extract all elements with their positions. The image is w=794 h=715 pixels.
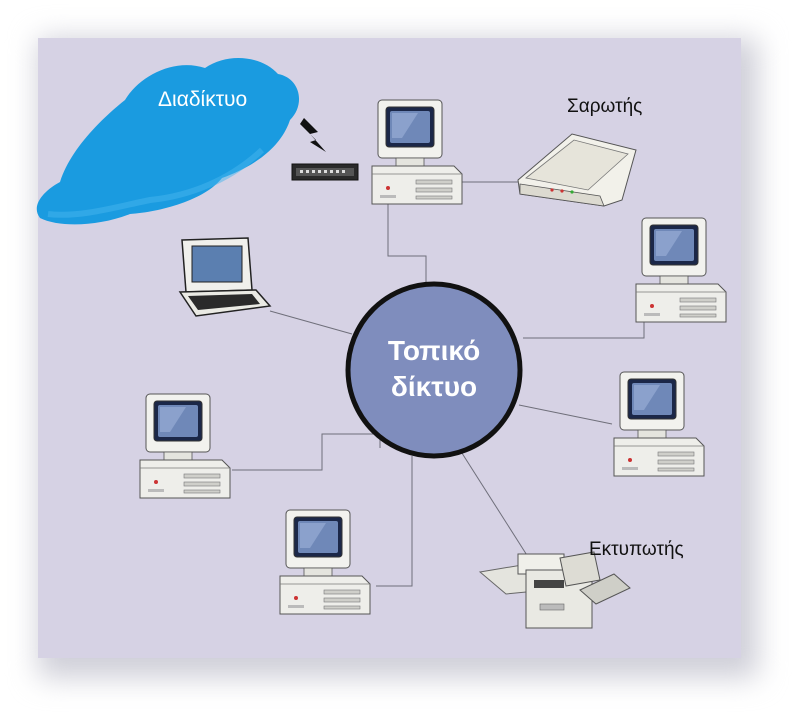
printer-icon [478, 551, 631, 629]
hub-label-line-2: δίκτυο [390, 371, 478, 402]
scanner-icon [517, 133, 637, 207]
hub-circle [345, 281, 523, 459]
desktop-computer-icon [139, 393, 231, 499]
scanner-label: Σαρωτής [567, 96, 643, 117]
internet-label: Διαδίκτυο [158, 88, 248, 111]
desktop-computer-icon [279, 509, 371, 615]
lightning-icon [300, 118, 326, 152]
desktop-computer-icon [371, 99, 463, 205]
desktop-computer-icon [635, 217, 727, 323]
hub-label: Τοπικό δίκτυο [344, 333, 524, 405]
router-icon [291, 163, 359, 181]
desktop-computer-icon [613, 371, 705, 477]
laptop-icon [178, 237, 272, 317]
cloud-icon [36, 57, 300, 225]
hub-label-line-1: Τοπικό [387, 335, 481, 366]
printer-label: Εκτυπωτής [589, 539, 684, 560]
